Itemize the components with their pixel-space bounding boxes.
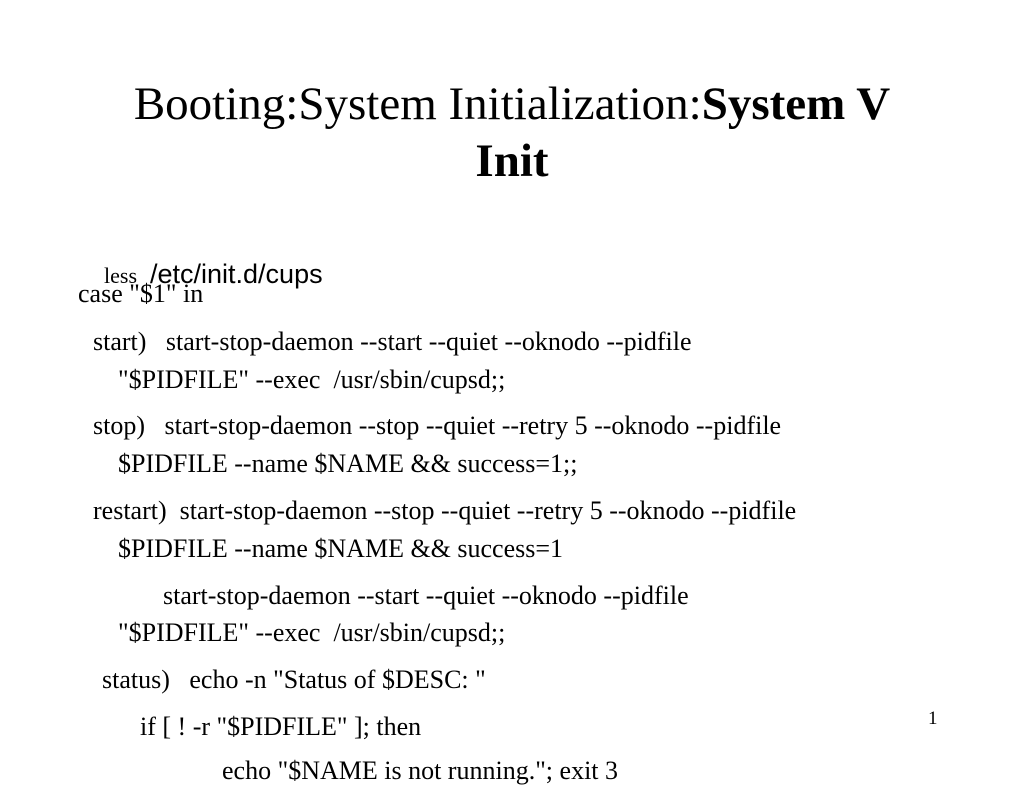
code-line: start) start-stop-daemon --start --quiet… [93, 327, 692, 356]
code-line: "$PIDFILE" --exec /usr/sbin/cupsd;; [118, 365, 506, 394]
code-line: stop) start-stop-daemon --stop --quiet -… [93, 411, 782, 440]
title-bold-second-line: Init [475, 135, 549, 187]
title-plain-text: Booting:System Initialization: [133, 78, 702, 130]
command-path: /etc/init.d/cups [150, 259, 323, 289]
code-line: if [ ! -r "$PIDFILE" ]; then [140, 712, 422, 741]
code-line: start-stop-daemon --start --quiet --okno… [163, 581, 689, 610]
slide: Booting:System Initialization:System V I… [60, 76, 964, 785]
command-line: less /etc/init.d/cups [78, 229, 323, 321]
command-prefix: less [104, 263, 137, 288]
code-line: case "$1" in [78, 279, 204, 308]
slide-title: Booting:System Initialization:System V I… [60, 76, 964, 190]
code-line: echo "$NAME is not running."; exit 3 [222, 756, 619, 785]
code-line: restart) start-stop-daemon --stop --quie… [93, 496, 797, 525]
code-line: $PIDFILE --name $NAME && success=1;; [118, 449, 578, 478]
title-bold-text: System V [701, 78, 891, 130]
page-number: 1 [928, 708, 938, 729]
code-line: status) echo -n "Status of $DESC: " [102, 665, 486, 694]
code-line: "$PIDFILE" --exec /usr/sbin/cupsd;; [118, 618, 506, 647]
code-line: $PIDFILE --name $NAME && success=1 [118, 534, 564, 563]
